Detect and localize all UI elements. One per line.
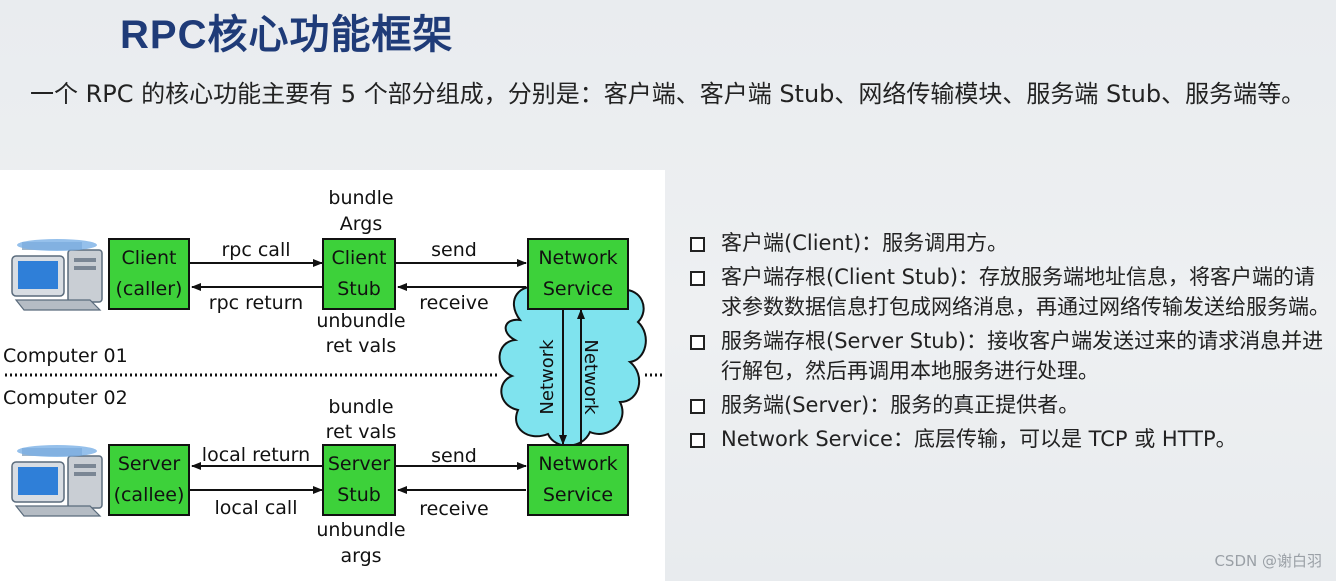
send-label-bottom: send xyxy=(431,445,477,467)
page-title: RPC核心功能框架 xyxy=(120,13,454,57)
send-label-top: send xyxy=(431,239,477,261)
client-stub-line2: Stub xyxy=(337,278,381,300)
component-list: 客户端(Client)：服务调用方。 客户端存根(Client Stub)：存放… xyxy=(690,228,1330,458)
computer-02-label: Computer 02 xyxy=(3,387,128,409)
bundle-ret-vals-line2: ret vals xyxy=(325,421,397,443)
computer-icon-server xyxy=(11,445,103,517)
client-box: Client (caller) xyxy=(108,238,190,310)
server-stub-box: Server Stub xyxy=(322,444,396,516)
list-item: Network Service：底层传输，可以是 TCP 或 HTTP。 xyxy=(690,424,1330,454)
list-item-text: 客户端存根(Client Stub)：存放服务端地址信息，将客户端的请求参数数据… xyxy=(721,265,1330,319)
watermark: CSDN @谢白羽 xyxy=(1214,552,1322,570)
receive-label-bottom: receive xyxy=(419,498,489,520)
local-return-label: local return xyxy=(201,444,311,466)
rpc-diagram: Client (caller) Client Stub Network Serv… xyxy=(0,170,665,581)
rpc-return-label: rpc return xyxy=(208,292,304,314)
server-box-line1: Server xyxy=(117,453,181,475)
list-item: 服务端存根(Server Stub)：接收客户端发送过来的请求消息并进行解包，然… xyxy=(690,326,1330,386)
list-item: 客户端存根(Client Stub)：存放服务端地址信息，将客户端的请求参数数据… xyxy=(690,262,1330,322)
list-item-text: 服务端存根(Server Stub)：接收客户端发送过来的请求消息并进行解包，然… xyxy=(721,329,1324,383)
square-bullet-icon xyxy=(690,433,705,448)
client-stub-box: Client Stub xyxy=(322,238,396,310)
local-call-label: local call xyxy=(214,497,298,519)
bundle-ret-vals-line1: bundle xyxy=(328,396,394,418)
bundle-args-line2: Args xyxy=(339,213,383,235)
client-stub-line1: Client xyxy=(331,247,387,269)
network-service-box-top: Network Service xyxy=(527,238,629,310)
bundle-args-line1: bundle xyxy=(328,187,394,209)
square-bullet-icon xyxy=(690,271,705,286)
diagram-graphics xyxy=(5,239,662,517)
network-service-top-line2: Service xyxy=(542,278,614,300)
list-item: 服务端(Server)：服务的真正提供者。 xyxy=(690,390,1330,420)
server-box-line2: (callee) xyxy=(113,484,185,506)
list-item: 客户端(Client)：服务调用方。 xyxy=(690,228,1330,258)
list-item-text: 服务端(Server)：服务的真正提供者。 xyxy=(721,393,1080,417)
unbundle-ret-vals-line1: unbundle xyxy=(316,310,406,332)
computer-icon-client xyxy=(11,239,103,311)
network-label-left: Network xyxy=(537,339,558,415)
receive-label-top: receive xyxy=(419,292,489,314)
client-box-line1: Client xyxy=(121,247,177,269)
network-service-box-bottom: Network Service xyxy=(527,444,629,516)
square-bullet-icon xyxy=(690,237,705,252)
unbundle-args-line1: unbundle xyxy=(316,519,406,541)
network-service-top-line1: Network xyxy=(538,247,618,269)
unbundle-ret-vals-line2: ret vals xyxy=(325,335,397,357)
server-stub-line1: Server xyxy=(327,453,391,475)
intro-text: 一个 RPC 的核心功能主要有 5 个部分组成，分别是：客户端、客户端 Stub… xyxy=(30,80,1306,108)
network-label-right: Network xyxy=(580,339,601,415)
list-item-text: Network Service：底层传输，可以是 TCP 或 HTTP。 xyxy=(721,427,1237,451)
rpc-call-label: rpc call xyxy=(221,239,291,261)
computer-01-label: Computer 01 xyxy=(3,345,128,367)
network-service-bottom-line1: Network xyxy=(538,453,618,475)
server-stub-line2: Stub xyxy=(337,484,381,506)
server-box: Server (callee) xyxy=(108,444,190,516)
square-bullet-icon xyxy=(690,335,705,350)
square-bullet-icon xyxy=(690,399,705,414)
list-item-text: 客户端(Client)：服务调用方。 xyxy=(721,231,1009,255)
network-service-bottom-line2: Service xyxy=(542,484,614,506)
client-box-line2: (caller) xyxy=(115,278,183,300)
unbundle-args-line2: args xyxy=(340,545,382,567)
